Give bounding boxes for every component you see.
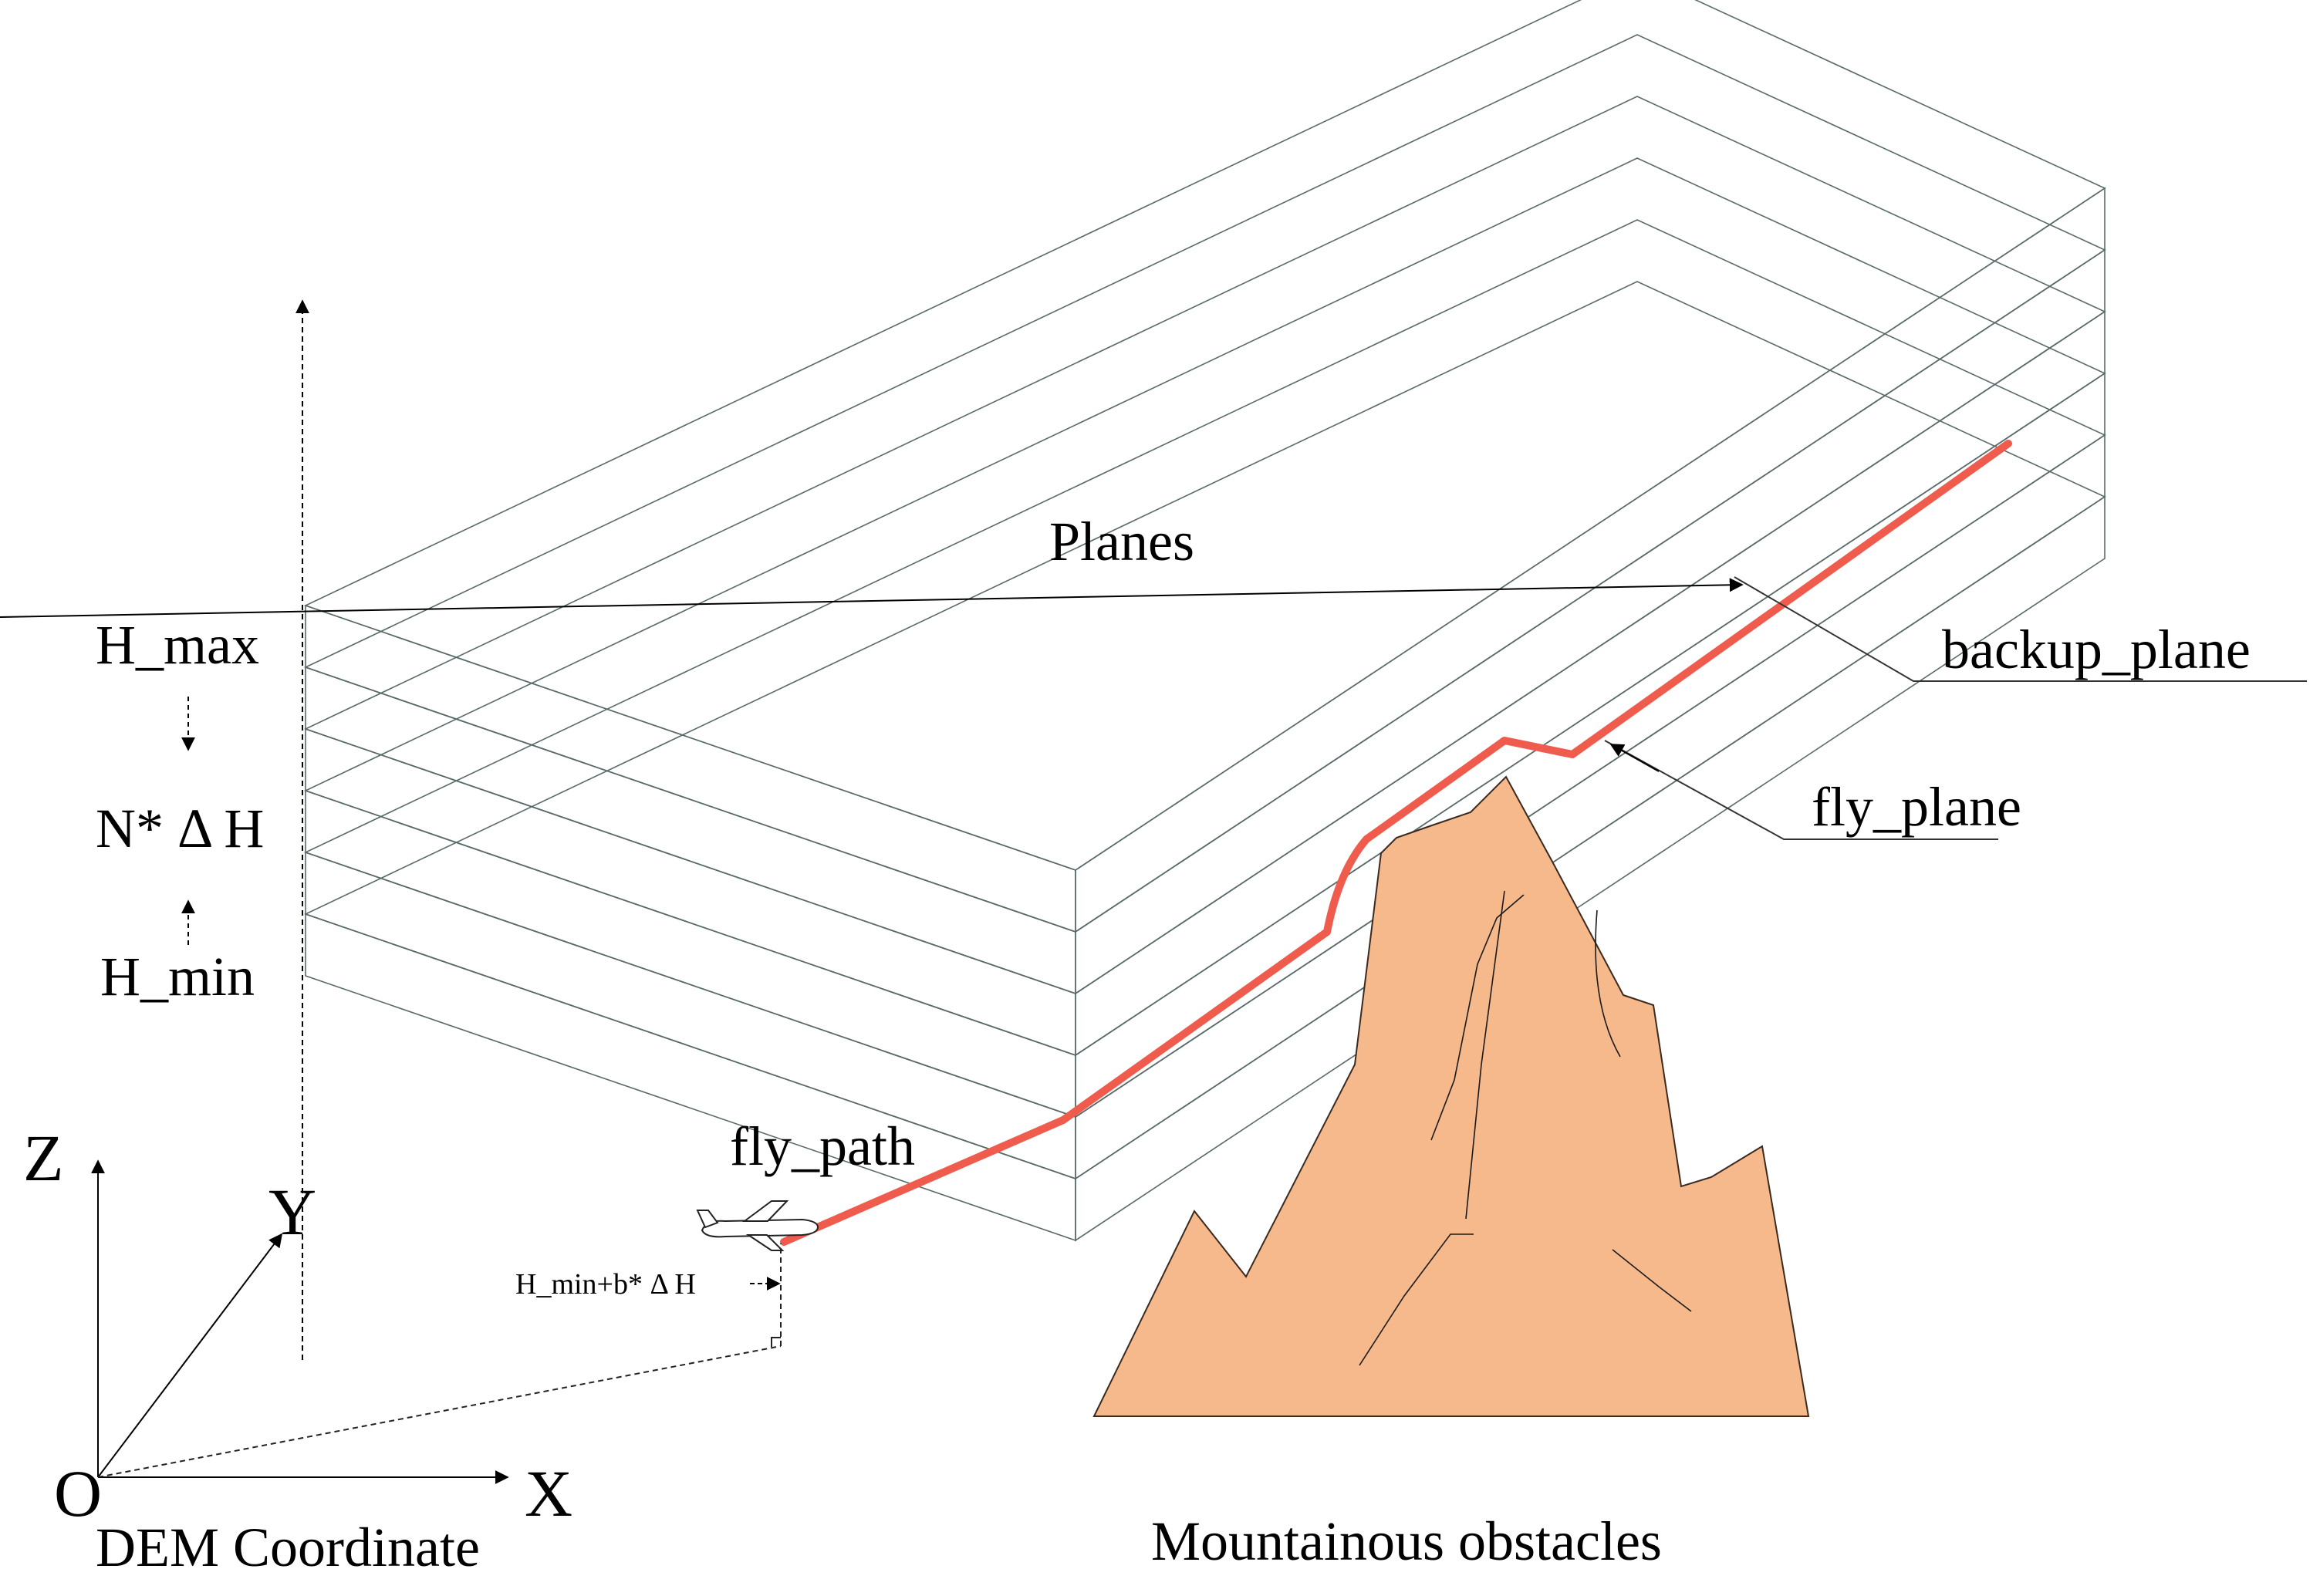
right-angle-mark	[771, 1337, 781, 1347]
mountain-obstacle	[1092, 775, 1810, 1417]
fly-plane-arrow	[1609, 744, 1660, 772]
plane-stack	[303, 0, 2106, 1242]
airplane-icon	[696, 1200, 819, 1251]
y-axis	[97, 1233, 283, 1478]
mountain-label: Mountainous obstacles	[1151, 1510, 1662, 1572]
h-max-label: H_max	[96, 614, 259, 676]
n-delta-h-label: N* Δ H	[96, 798, 264, 859]
h-min-label: H_min	[100, 946, 255, 1007]
projection-line	[97, 1345, 782, 1478]
fly-path-label: fly_path	[730, 1115, 915, 1177]
axis-y-label: Y	[268, 1175, 316, 1249]
backup-plane-arrow	[0, 578, 1744, 618]
backup-plane-label: backup_plane	[1942, 619, 2251, 680]
fly-plane-label: fly_plane	[1812, 776, 2021, 838]
axis-z-label: Z	[23, 1121, 64, 1195]
fly-path-line	[780, 440, 2012, 1246]
plane-layer-top	[303, 0, 2106, 933]
backup-plane-leader	[1734, 576, 2307, 682]
coordinate-axes	[91, 299, 782, 1484]
coordinate-label: DEM Coordinate	[96, 1517, 480, 1578]
flight-height-label: H_min+b* Δ H	[515, 1268, 696, 1301]
planes-label: Planes	[1049, 511, 1194, 572]
mountain-shape	[1092, 775, 1810, 1417]
axis-x-label: X	[525, 1456, 572, 1530]
fly-plane-leader	[1604, 740, 1998, 840]
axis-origin-label: O	[54, 1456, 102, 1530]
